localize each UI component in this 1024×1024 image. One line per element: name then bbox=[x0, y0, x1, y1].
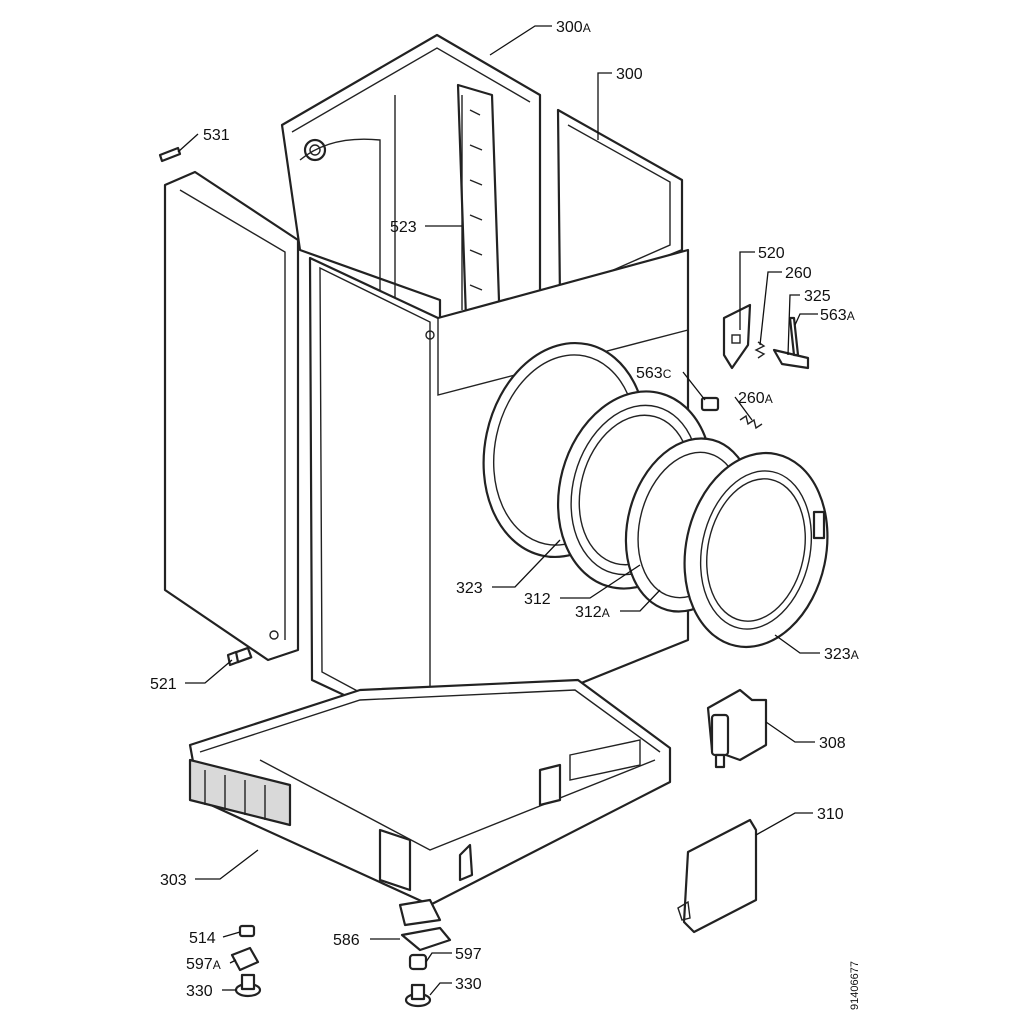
door-hook-520 bbox=[722, 303, 752, 370]
screw-531 bbox=[158, 146, 182, 163]
cover-310 bbox=[677, 818, 758, 934]
foot-330-left bbox=[234, 973, 262, 998]
label-597: 597 bbox=[455, 946, 482, 963]
label-323: 323 bbox=[456, 580, 483, 597]
nut-514 bbox=[238, 924, 256, 938]
pin-563c bbox=[700, 396, 720, 412]
label-300a: 300A bbox=[556, 19, 591, 36]
foot-330-right bbox=[404, 983, 432, 1008]
label-308: 308 bbox=[819, 735, 846, 752]
nut-597a bbox=[230, 946, 260, 972]
label-260a: 260A bbox=[738, 390, 773, 407]
label-563c: 563C bbox=[636, 365, 672, 382]
label-310: 310 bbox=[817, 806, 844, 823]
label-586: 586 bbox=[333, 932, 360, 949]
pin-563a bbox=[788, 316, 800, 357]
bracket-523 bbox=[456, 83, 502, 332]
label-514: 514 bbox=[189, 930, 216, 947]
screw-521 bbox=[226, 646, 253, 667]
drawing-reference-number: 91406677 bbox=[849, 961, 861, 1010]
label-300: 300 bbox=[616, 66, 643, 83]
label-312: 312 bbox=[524, 591, 551, 608]
label-521: 521 bbox=[150, 676, 177, 693]
callout-labels: 300A 300 531 523 520 260 325 563A 563C 2… bbox=[150, 19, 859, 1000]
label-330-left: 330 bbox=[186, 983, 213, 1000]
label-260: 260 bbox=[785, 265, 812, 282]
label-531: 531 bbox=[203, 127, 230, 144]
label-597a: 597A bbox=[186, 956, 221, 973]
base-frame-303 bbox=[188, 678, 672, 927]
label-303: 303 bbox=[160, 872, 187, 889]
nut-597 bbox=[408, 953, 428, 971]
label-323a: 323A bbox=[824, 646, 859, 663]
door-frame-323a bbox=[683, 451, 829, 649]
lever-325 bbox=[772, 348, 810, 370]
frame-300 bbox=[556, 108, 684, 302]
door-lock-308 bbox=[706, 688, 768, 769]
label-312a: 312A bbox=[575, 604, 610, 621]
left-side-panel bbox=[163, 170, 300, 662]
label-330-right: 330 bbox=[455, 976, 482, 993]
leader-lines bbox=[177, 25, 820, 996]
label-563a: 563A bbox=[820, 307, 855, 324]
label-520: 520 bbox=[758, 245, 785, 262]
spring-260 bbox=[754, 341, 766, 359]
spring-260a bbox=[739, 414, 763, 430]
label-325: 325 bbox=[804, 288, 831, 305]
foot-586 bbox=[400, 926, 452, 952]
label-523: 523 bbox=[390, 219, 417, 236]
